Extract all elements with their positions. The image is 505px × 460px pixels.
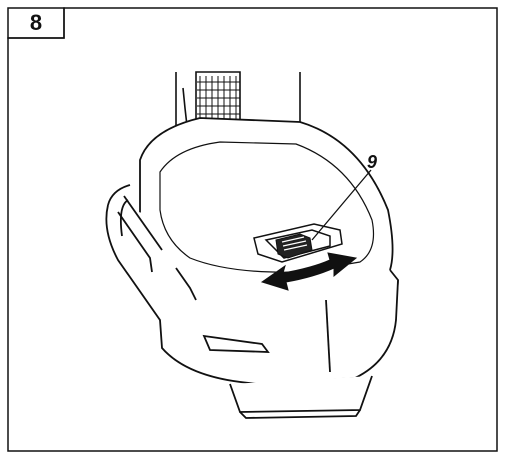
callout-label-9: 9 (367, 152, 378, 172)
slide-direction-arrow (260, 252, 358, 291)
figure-frame (7, 7, 498, 452)
battery-pack (105, 117, 399, 419)
battery-top-contour (159, 141, 375, 273)
figure-number: 8 (29, 10, 43, 35)
callout-leader-line (311, 169, 372, 241)
battery-release-button[interactable] (275, 233, 313, 259)
